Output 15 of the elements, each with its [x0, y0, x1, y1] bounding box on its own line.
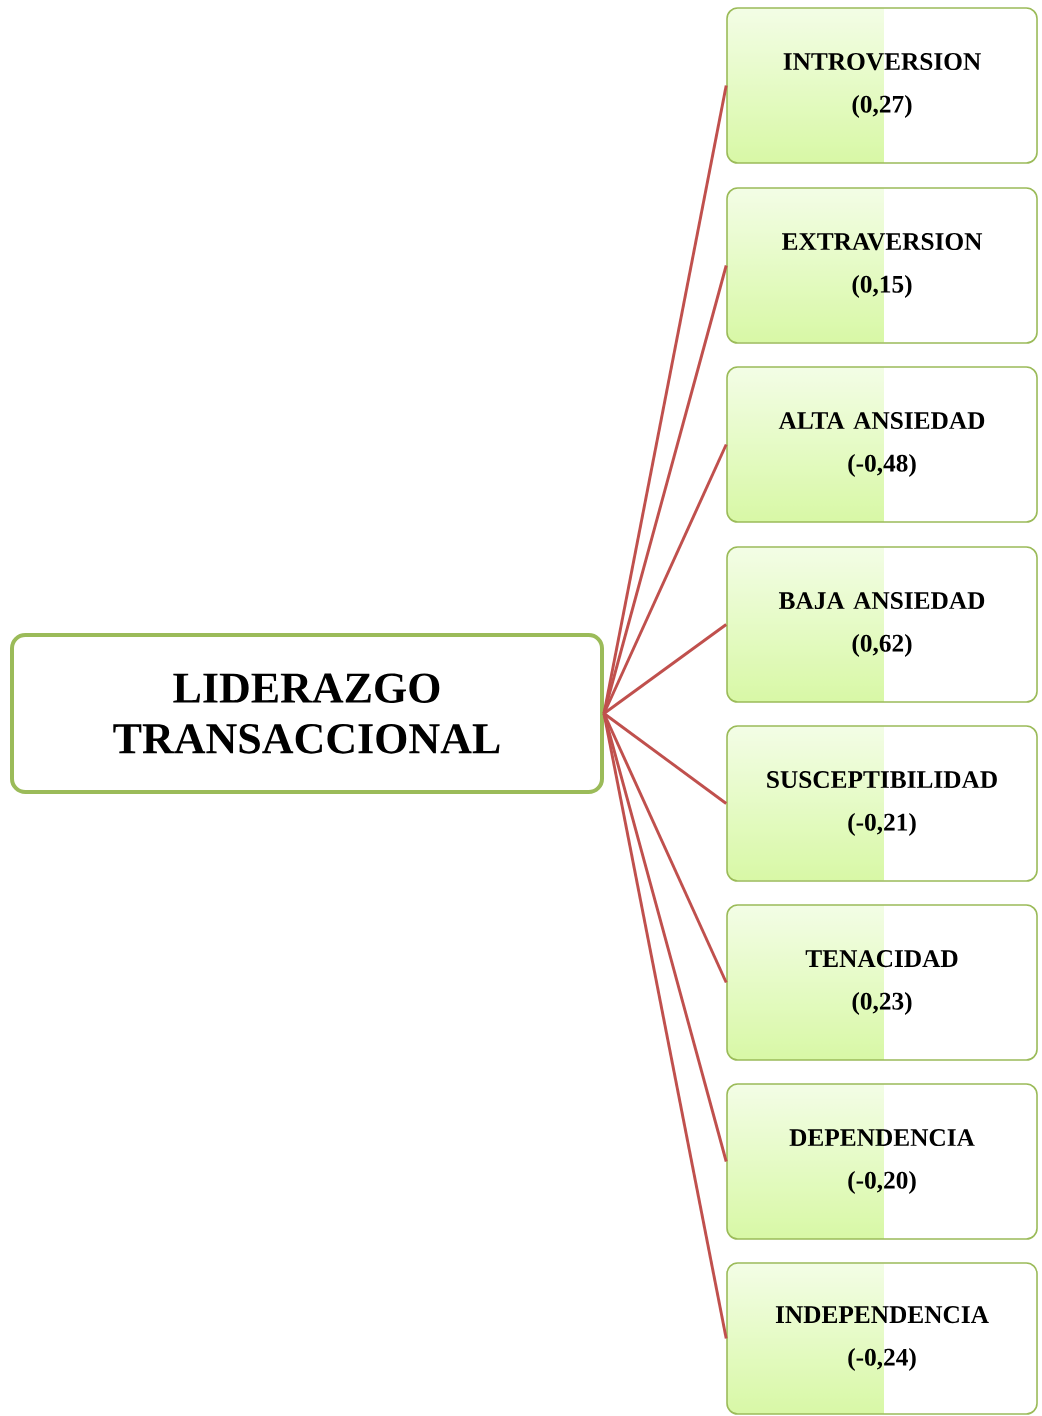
- trait-box: INTROVERSION (0,27): [726, 7, 1038, 164]
- trait-box: EXTRAVERSION (0,15): [726, 187, 1038, 344]
- trait-box: BAJA ANSIEDAD (0,62): [726, 546, 1038, 703]
- trait-box: DEPENDENCIA (-0,20): [726, 1083, 1038, 1240]
- connector-line: [602, 713, 728, 1339]
- root-box: LIDERAZGO TRANSACCIONAL: [10, 633, 604, 794]
- trait-box: INDEPENDENCIA (-0,24): [726, 1262, 1038, 1415]
- connector-line: [602, 443, 728, 715]
- connector-line: [602, 713, 728, 1162]
- connector-line: [603, 712, 728, 805]
- trait-box: ALTA ANSIEDAD (-0,48): [726, 366, 1038, 523]
- trait-box: TENACIDAD (0,23): [726, 904, 1038, 1061]
- connector-line: [603, 623, 728, 715]
- trait-box: SUSCEPTIBILIDAD (-0,21): [726, 725, 1038, 882]
- connector-line: [602, 265, 728, 714]
